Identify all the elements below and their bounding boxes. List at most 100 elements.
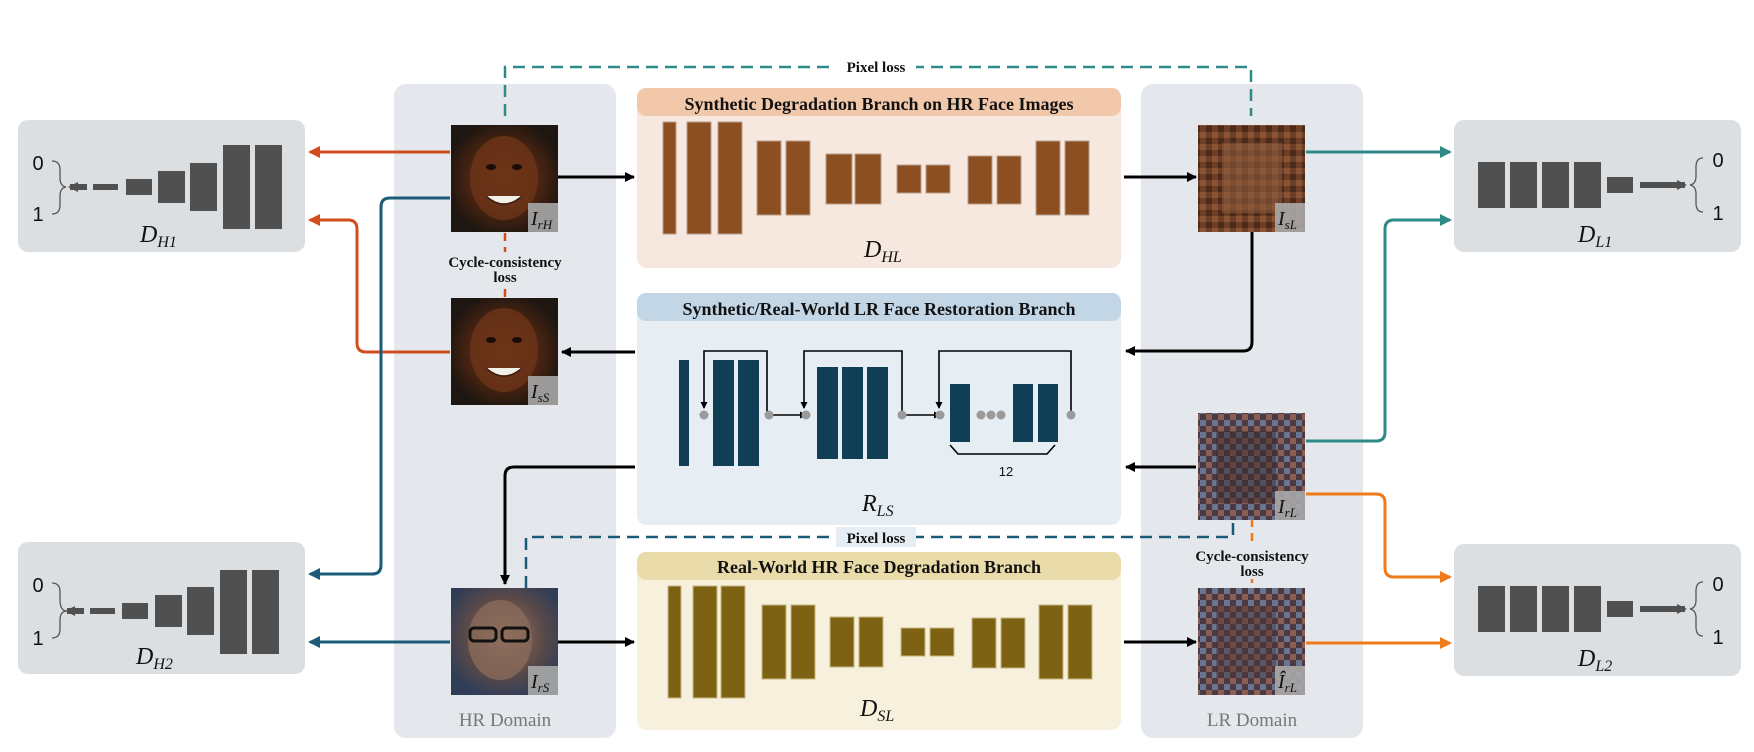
output-label-one: 1 xyxy=(1712,627,1723,649)
network-layer xyxy=(713,360,734,466)
synthetic-degradation-network xyxy=(662,121,1090,235)
arrow-irl-to-dl2 xyxy=(1306,492,1452,583)
cycle-lr-bg xyxy=(1182,545,1322,579)
network-layer xyxy=(817,367,838,459)
network-layer xyxy=(854,153,882,205)
network-layer xyxy=(738,360,759,466)
real-degradation-header xyxy=(637,552,1121,580)
network-layer xyxy=(929,627,955,657)
discriminator-dh1: 0 1 DH1 xyxy=(18,120,305,252)
network-layer xyxy=(829,616,855,668)
arrow-irh-to-dh2 xyxy=(308,196,450,580)
network-layer xyxy=(785,140,811,216)
output-brace xyxy=(1689,157,1704,213)
output-label-one: 1 xyxy=(32,628,43,650)
network-layer xyxy=(662,121,677,235)
image-irl: IrL xyxy=(1198,413,1305,520)
restoration-title: Synthetic/Real-World LR Face Restoration… xyxy=(683,299,1076,319)
network-layer xyxy=(790,604,816,680)
real-degradation-title: Real-World HR Face Degradation Branch xyxy=(717,557,1041,577)
hr-domain-panel xyxy=(394,84,616,738)
hr-domain-label: HR Domain xyxy=(459,710,552,731)
pixel-loss-bottom-bg xyxy=(836,527,916,547)
network-layer xyxy=(950,384,970,442)
discriminator-dl2: 0 1 DL2 xyxy=(1454,544,1741,676)
network-layer xyxy=(858,616,884,668)
image-irs: IrS xyxy=(451,588,558,695)
network-layer xyxy=(720,585,746,699)
cycle-lr-label-line2: loss xyxy=(1240,564,1264,580)
skip-connections xyxy=(700,350,1072,455)
synthetic-degradation-branch: Synthetic Degradation Branch on HR Face … xyxy=(637,88,1121,268)
cycle-hr-label-line2: loss xyxy=(493,270,517,286)
network-label-dsl: DSL xyxy=(859,696,894,725)
discriminator-layers xyxy=(93,145,282,229)
network-layer xyxy=(686,121,712,235)
arrow-iss-to-dh1 xyxy=(308,214,450,354)
network-layer xyxy=(756,140,782,216)
network-layer xyxy=(692,585,718,699)
network-label-rls: RLS xyxy=(861,491,894,520)
discriminator-label: DL2 xyxy=(1577,646,1612,675)
image-label: IrS xyxy=(530,671,550,695)
network-layer xyxy=(761,604,787,680)
cycle-hr-label-line1: Cycle-consistency xyxy=(448,255,562,271)
network-layer xyxy=(900,627,926,657)
network-layer xyxy=(825,153,853,205)
image-ihatrl: ÎrL xyxy=(1198,588,1305,695)
cycle-lr-label-line1: Cycle-consistency xyxy=(1195,549,1309,565)
network-layer xyxy=(1064,140,1090,216)
image-label: IsL xyxy=(1277,208,1297,232)
output-brace xyxy=(51,160,67,215)
label-background xyxy=(528,203,558,232)
network-layer xyxy=(867,367,888,459)
network-layer xyxy=(1013,384,1033,442)
network-layer xyxy=(925,164,951,194)
image-iss: IsS xyxy=(451,298,558,405)
repeat-count-label: 12 xyxy=(999,464,1013,479)
network-label-dhl: DHL xyxy=(863,237,902,266)
network-layer xyxy=(967,155,993,205)
network-layer xyxy=(1038,384,1058,442)
pixel-loss-top-bg xyxy=(836,56,916,76)
discriminator-label: DH2 xyxy=(135,644,173,673)
label-background xyxy=(528,376,558,405)
discriminator-layers xyxy=(90,570,279,654)
network-layer xyxy=(1000,617,1026,669)
discriminator-layers xyxy=(1478,162,1665,208)
network-layer xyxy=(717,121,743,235)
label-background xyxy=(528,666,558,695)
discriminator-dl1: 0 1 DL1 xyxy=(1454,120,1741,252)
network-layer xyxy=(842,367,863,459)
output-brace xyxy=(1689,581,1704,637)
real-degradation-branch: Real-World HR Face Degradation Branch DS… xyxy=(637,552,1121,730)
pixel-loss-bottom-label: Pixel loss xyxy=(847,531,906,547)
arrow-isl-to-rls xyxy=(1125,232,1254,356)
synthetic-degradation-title: Synthetic Degradation Branch on HR Face … xyxy=(685,94,1074,114)
discriminator-label: DH1 xyxy=(139,222,177,251)
network-layer xyxy=(971,617,997,669)
network-layer xyxy=(667,585,682,699)
discriminator-dh2: 0 1 DH2 xyxy=(18,542,305,674)
image-label: IrH xyxy=(530,208,553,232)
output-label-zero: 0 xyxy=(32,575,43,597)
network-layer xyxy=(1038,604,1064,680)
discriminator-layers xyxy=(1478,586,1665,632)
arrow-irl-to-dl1 xyxy=(1306,214,1452,443)
arrow-rls-to-irs xyxy=(500,465,635,585)
junction-dots xyxy=(699,410,1076,420)
image-label: IsS xyxy=(530,381,550,405)
output-label-zero: 0 xyxy=(1712,150,1723,172)
lr-domain-label: LR Domain xyxy=(1207,710,1298,731)
restoration-branch: Synthetic/Real-World LR Face Restoration… xyxy=(637,293,1121,525)
image-label: IrL xyxy=(1277,496,1297,520)
output-label-zero: 0 xyxy=(32,153,43,175)
cycle-hr-bg xyxy=(435,252,575,286)
discriminator-label: DL1 xyxy=(1577,222,1612,251)
network-layer xyxy=(679,360,689,466)
network-layer xyxy=(896,164,922,194)
real-degradation-network xyxy=(667,585,1093,699)
label-background xyxy=(1275,203,1305,232)
output-label-zero: 0 xyxy=(1712,574,1723,596)
